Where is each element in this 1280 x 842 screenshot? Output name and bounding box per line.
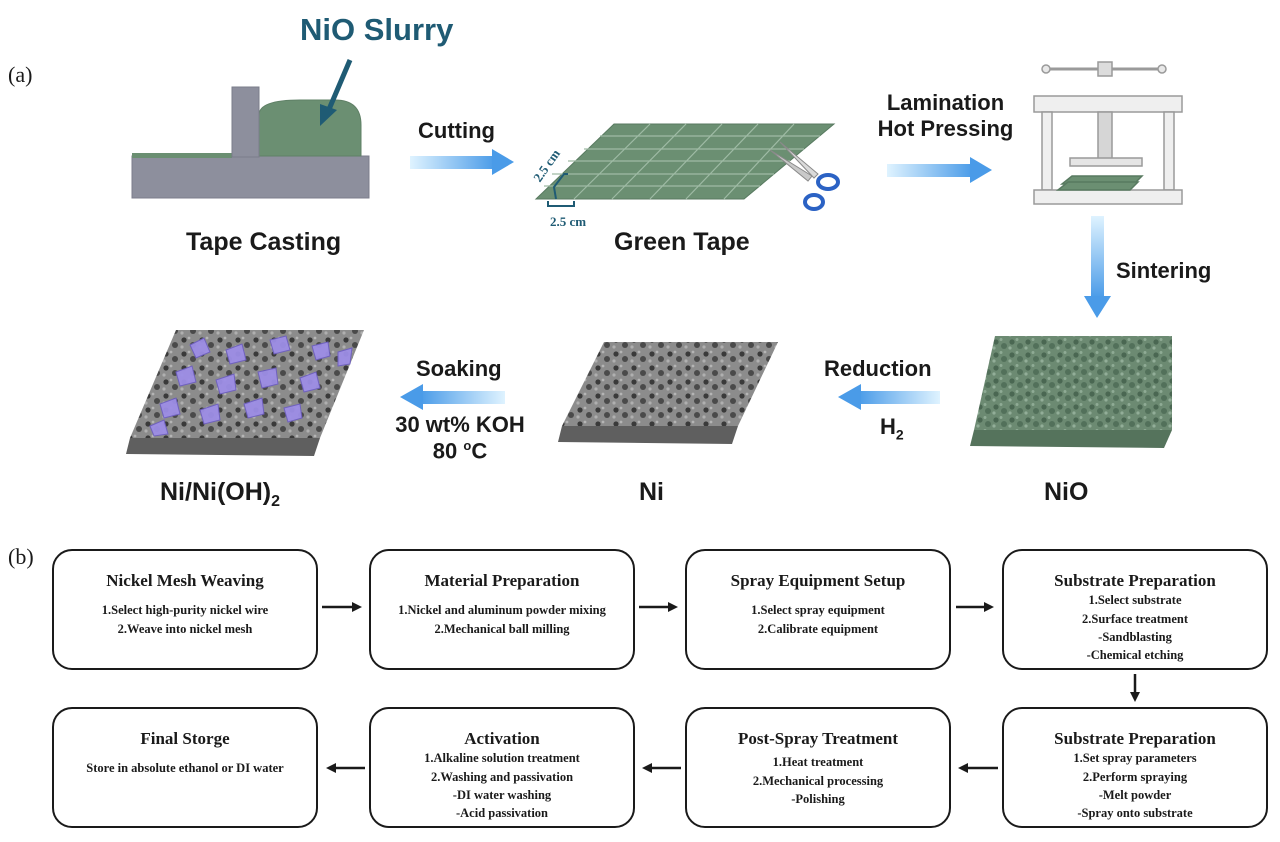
arrow-7-8 — [326, 763, 336, 773]
stage-ni-oh2-label: Ni/Ni(OH)2 — [160, 478, 281, 510]
panel-a-illustration — [126, 59, 1183, 456]
slurry-pointer-arrow — [324, 59, 353, 115]
flow-box-spray-equipment-setup: Spray Equipment Setup 1.Select spray equ… — [685, 549, 951, 670]
arrow-cutting — [410, 149, 514, 175]
arrow-soaking — [400, 384, 505, 410]
nio-slurry-label: NiO Slurry — [300, 12, 454, 47]
stage-ni-label: Ni — [639, 478, 664, 506]
arrow-3-4 — [984, 602, 994, 612]
scissors-icon — [769, 141, 840, 211]
stage-nio-label: NiO — [1044, 478, 1089, 506]
box-title: Material Preparation — [424, 571, 580, 590]
step-soaking-conditions-label: 30 wt% KOH 80 oC — [395, 412, 525, 464]
box-title: Activation — [464, 729, 540, 748]
step-lamination-label: Lamination Hot Pressing — [877, 90, 1014, 142]
flow-box-activation: Activation 1.Alkaline solution treatment… — [369, 707, 635, 828]
step-soaking-label: Soaking — [416, 356, 502, 381]
panel-b-flow-arrows — [322, 602, 1140, 773]
flow-box-substrate-preparation-2: Substrate Preparation 1.Set spray parame… — [1002, 707, 1268, 828]
flow-box-material-preparation: Material Preparation 1.Nickel and alumin… — [369, 549, 635, 670]
arrow-2-3 — [668, 602, 678, 612]
ni-foam-block — [558, 342, 778, 444]
flow-box-final-storge: Final Storge Store in absolute ethanol o… — [52, 707, 318, 828]
hot-press-icon — [1033, 61, 1183, 205]
step-cutting-label: Cutting — [418, 118, 495, 143]
flow-box-substrate-preparation-1: Substrate Preparation 1.Select substrate… — [1002, 549, 1268, 670]
arrow-4-5 — [1130, 692, 1140, 702]
panel-b-label: (b) — [8, 544, 34, 569]
panel-a-label: (a) — [8, 62, 33, 87]
box-title: Spray Equipment Setup — [730, 571, 906, 590]
stage-green-tape-label: Green Tape — [614, 228, 750, 256]
arrow-5-6 — [958, 763, 968, 773]
arrow-lamination — [887, 157, 992, 183]
box-title: Nickel Mesh Weaving — [106, 571, 264, 590]
box-title: Substrate Preparation — [1054, 571, 1216, 590]
dimension-horizontal-label: 2.5 cm — [550, 214, 587, 229]
ni-oh2-foam-block — [126, 330, 364, 456]
nio-foam-block — [970, 336, 1172, 448]
step-reduction-gas-label: H2 — [880, 414, 904, 443]
tape-casting-apparatus — [131, 59, 370, 199]
arrow-1-2 — [352, 602, 362, 612]
arrow-sintering — [1084, 216, 1111, 318]
green-tape-sheet — [534, 123, 836, 207]
stage-tape-casting-label: Tape Casting — [186, 228, 342, 256]
arrow-reduction — [838, 384, 940, 410]
flow-box-post-spray-treatment: Post-Spray Treatment 1.Heat treatment 2.… — [685, 707, 951, 828]
step-sintering-label: Sintering — [1116, 258, 1212, 283]
step-reduction-label: Reduction — [824, 356, 932, 381]
box-title: Substrate Preparation — [1054, 729, 1216, 748]
box-title: Post-Spray Treatment — [737, 729, 899, 748]
arrow-6-7 — [642, 763, 652, 773]
box-title: Final Storge — [140, 729, 230, 748]
flow-box-nickel-mesh-weaving: Nickel Mesh Weaving 1.Select high-purity… — [52, 549, 318, 670]
